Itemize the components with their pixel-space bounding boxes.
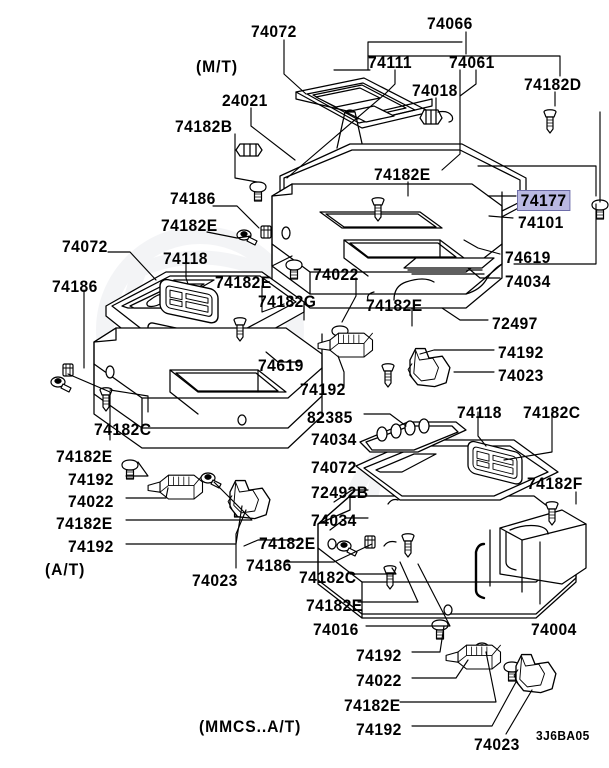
part-number-74023[interactable]: 74023 <box>474 735 520 754</box>
part-number-74072[interactable]: 74072 <box>251 22 297 41</box>
leader-lines <box>67 31 601 735</box>
part-number-74182E[interactable]: 74182E <box>344 696 401 715</box>
part-number-74182C[interactable]: 74182C <box>94 420 152 439</box>
part-number-74022[interactable]: 74022 <box>68 492 114 511</box>
mt-console-body <box>271 183 503 309</box>
part-number-74192[interactable]: 74192 <box>300 380 346 399</box>
part-number-74101[interactable]: 74101 <box>518 213 564 232</box>
drawing-code: 3J6BA05 <box>536 728 590 743</box>
part-number-74182E[interactable]: 74182E <box>374 165 431 184</box>
part-number-74023[interactable]: 74023 <box>192 571 238 590</box>
part-number-74072[interactable]: 74072 <box>311 458 357 477</box>
part-number-74182E[interactable]: 74182E <box>56 514 113 533</box>
part-number-74061[interactable]: 74061 <box>449 53 495 72</box>
part-number-74182E[interactable]: 74182E <box>215 273 272 292</box>
part-number-74182E[interactable]: 74182E <box>306 596 363 615</box>
part-number-74118[interactable]: 74118 <box>457 403 502 422</box>
part-number-74186[interactable]: 74186 <box>170 189 216 208</box>
part-number-74118[interactable]: 74118 <box>163 249 208 268</box>
part-number-74192[interactable]: 74192 <box>356 646 402 665</box>
mmcs-console-body <box>317 418 587 619</box>
part-number-74192[interactable]: 74192 <box>68 537 114 556</box>
part-number-74182C[interactable]: 74182C <box>523 403 581 422</box>
part-number-74619[interactable]: 74619 <box>258 356 304 375</box>
part-number-74182C[interactable]: 74182C <box>299 568 357 587</box>
part-number-74034[interactable]: 74034 <box>311 430 357 449</box>
transmission-mode-label: (MMCS..A/T) <box>199 717 302 736</box>
part-number-82385[interactable]: 82385 <box>307 408 353 427</box>
part-number-74186[interactable]: 74186 <box>52 277 98 296</box>
part-number-74177-selected[interactable]: 74177 <box>517 190 571 211</box>
part-number-74182E[interactable]: 74182E <box>366 296 423 315</box>
part-number-74034[interactable]: 74034 <box>311 511 357 530</box>
part-number-74186[interactable]: 74186 <box>246 556 292 575</box>
part-number-24021[interactable]: 24021 <box>222 91 268 110</box>
part-number-72492B[interactable]: 72492B <box>311 483 369 502</box>
part-number-74023[interactable]: 74023 <box>498 366 544 385</box>
part-number-74182E[interactable]: 74182E <box>161 216 218 235</box>
part-number-74619[interactable]: 74619 <box>505 248 551 267</box>
part-number-74066[interactable]: 74066 <box>427 14 473 33</box>
part-number-74182E[interactable]: 74182E <box>56 447 113 466</box>
part-number-74111[interactable]: 74111 <box>368 53 413 72</box>
part-number-74018[interactable]: 74018 <box>412 81 458 100</box>
part-number-74182F[interactable]: 74182F <box>527 474 583 493</box>
transmission-mode-label: (M/T) <box>196 57 238 76</box>
part-number-74182B[interactable]: 74182B <box>175 117 233 136</box>
at-console-body <box>93 327 323 449</box>
part-number-74016[interactable]: 74016 <box>313 620 359 639</box>
part-number-72497[interactable]: 72497 <box>492 314 538 333</box>
part-number-74182E[interactable]: 74182E <box>259 534 316 553</box>
part-number-74004[interactable]: 74004 <box>531 620 577 639</box>
part-number-74022[interactable]: 74022 <box>313 265 359 284</box>
part-number-74182G[interactable]: 74182G <box>258 292 317 311</box>
part-number-74072[interactable]: 74072 <box>62 237 108 256</box>
part-number-74182D[interactable]: 74182D <box>524 75 582 94</box>
part-number-74192[interactable]: 74192 <box>68 470 114 489</box>
transmission-mode-label: (A/T) <box>45 560 86 579</box>
part-number-74192[interactable]: 74192 <box>356 720 402 739</box>
part-number-74022[interactable]: 74022 <box>356 671 402 690</box>
part-number-74192[interactable]: 74192 <box>498 343 544 362</box>
part-number-74034[interactable]: 74034 <box>505 272 551 291</box>
